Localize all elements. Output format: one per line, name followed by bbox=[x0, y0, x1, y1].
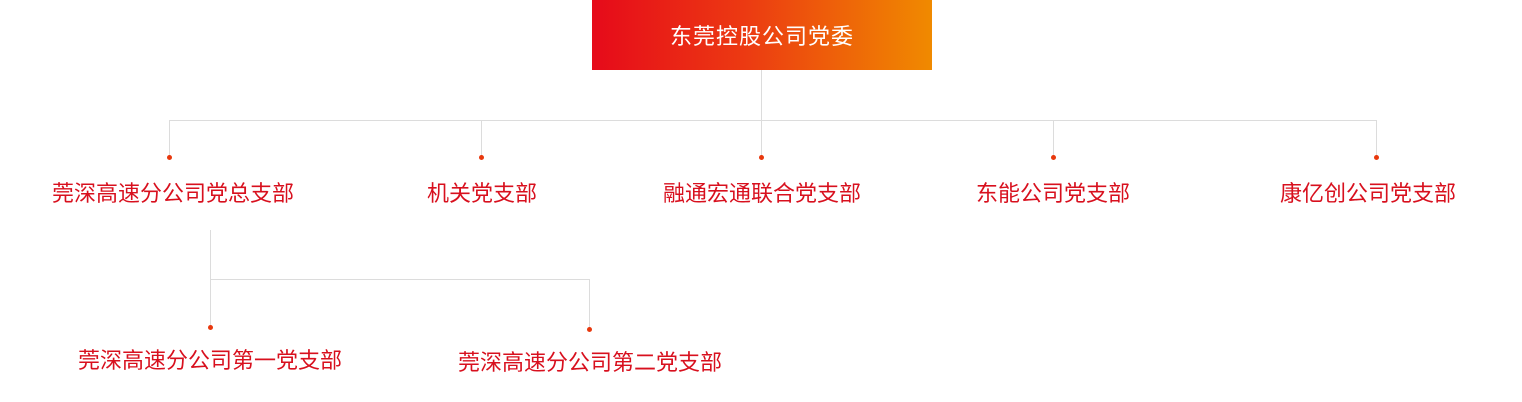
branch-4-label[interactable]: 东能公司党支部 bbox=[975, 182, 1131, 207]
connector-branch-4-drop bbox=[1053, 120, 1054, 156]
root-node[interactable]: 东莞控股公司党委 bbox=[592, 0, 932, 70]
connector-branch-1-drop bbox=[169, 120, 170, 156]
sub-branch-2-label[interactable]: 莞深高速分公司第二党支部 bbox=[457, 351, 723, 376]
branch-2-dot bbox=[479, 155, 484, 160]
sub-branch-1-label[interactable]: 莞深高速分公司第一党支部 bbox=[77, 349, 343, 374]
sub-branch-2-dot bbox=[587, 327, 592, 332]
branch-3-label[interactable]: 融通宏通联合党支部 bbox=[662, 182, 862, 207]
branch-5-dot bbox=[1374, 155, 1379, 160]
branch-5-label[interactable]: 康亿创公司党支部 bbox=[1279, 182, 1457, 207]
connector-root-vertical bbox=[761, 70, 762, 120]
connector-sub-root-vertical bbox=[210, 230, 211, 326]
connector-branch-5-drop bbox=[1376, 120, 1377, 156]
connector-level1-horizontal bbox=[169, 120, 1377, 121]
branch-1-label[interactable]: 莞深高速分公司党总支部 bbox=[51, 182, 295, 207]
root-node-label: 东莞控股公司党委 bbox=[669, 25, 854, 50]
connector-sub-horizontal bbox=[210, 279, 590, 280]
sub-branch-1-dot bbox=[208, 325, 213, 330]
branch-4-dot bbox=[1051, 155, 1056, 160]
branch-2-label[interactable]: 机关党支部 bbox=[426, 182, 538, 207]
branch-1-dot bbox=[167, 155, 172, 160]
connector-sub-2-drop bbox=[589, 279, 590, 327]
connector-branch-3-drop bbox=[761, 120, 762, 156]
branch-3-dot bbox=[759, 155, 764, 160]
connector-branch-2-drop bbox=[481, 120, 482, 156]
